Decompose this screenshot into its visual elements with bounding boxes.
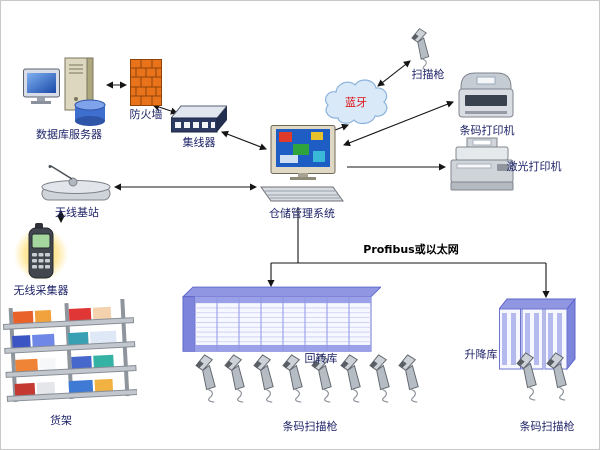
bluetooth-label: 蓝牙 [345, 96, 367, 109]
database-server-label: 数据库服务器 [36, 128, 102, 141]
laser-printer-icon [449, 137, 515, 195]
wms-computer-icon [259, 125, 345, 209]
wireless-collector-label: 无线采集器 [13, 284, 69, 297]
barcode-printer-label: 条码打印机 [459, 124, 515, 137]
carousel-warehouse-icon [181, 279, 381, 353]
barcode-scanner-group-right [516, 349, 574, 403]
bluetooth-cloud-icon: 蓝牙 [321, 75, 391, 129]
barcode-scanner-gun-icon [195, 354, 216, 403]
laser-printer-label: 激光打印机 [506, 160, 562, 173]
barcode-scanner-gun-icon [546, 352, 567, 401]
wireless-base-label: 无线基站 [55, 206, 99, 219]
scanner-gun-label: 扫描枪 [411, 68, 445, 81]
shelf-label: 货架 [50, 414, 72, 427]
hub-label: 集线器 [182, 136, 216, 149]
wireless-base-icon [39, 165, 113, 207]
barcode-scanner-left-label: 条码扫描枪 [282, 420, 338, 433]
edge-bluetooth-scanner [377, 60, 411, 87]
edge-hub-wms [220, 130, 268, 151]
lift-label: 升降库 [464, 348, 498, 361]
shelf-rack-icon [3, 299, 137, 405]
edge-firewall-hub [151, 103, 179, 115]
barcode-scanner-gun-icon [398, 354, 419, 403]
carousel-label: 回转库 [304, 352, 338, 365]
firewall-label: 防火墙 [129, 108, 163, 121]
barcode-scanner-gun-icon [253, 354, 274, 403]
bus-label: Profibus或以太网 [363, 243, 459, 256]
barcode-scanner-gun-icon [224, 354, 245, 403]
scanner-gun-icon [409, 27, 435, 71]
barcode-scanner-gun-icon [516, 352, 537, 401]
barcode-printer-icon [457, 69, 515, 123]
wireless-collector-icon [13, 221, 69, 285]
barcode-scanner-gun-icon [369, 354, 390, 403]
firewall-icon [130, 59, 162, 106]
hub-icon [171, 105, 227, 135]
barcode-scanner-right-label: 条码扫描枪 [519, 420, 575, 433]
edge-wms-barcode-printer [343, 100, 454, 147]
wms-label: 仓储管理系统 [269, 207, 335, 220]
database-server-icon [23, 57, 107, 129]
